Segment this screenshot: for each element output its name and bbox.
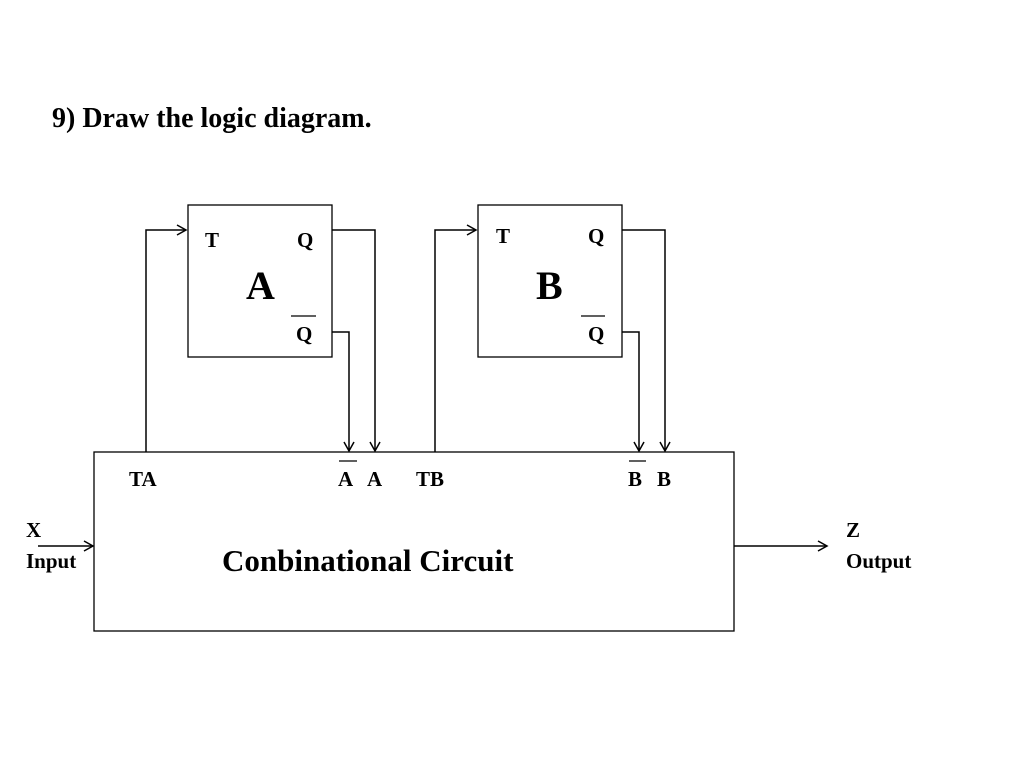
flipflop-a-qnot-pin: Q <box>296 322 312 346</box>
wire-qnot-b-to-b-not-pin <box>622 331 645 453</box>
input-label: Input <box>26 549 76 573</box>
flipflop-a-q-pin: Q <box>297 228 313 252</box>
wire-q-b-to-b-pin <box>622 229 671 453</box>
flipflop-b: T Q B Q <box>477 204 623 358</box>
flipflop-b-name: B <box>536 263 563 308</box>
combinational-circuit: TA A A TB B B Conbinational Circuit <box>93 451 735 632</box>
wire-ta-to-t-a <box>145 224 188 452</box>
combinational-circuit-box <box>93 451 735 632</box>
circuit-pin-a: A <box>367 467 383 491</box>
circuit-pin-b: B <box>657 467 671 491</box>
output-label: Output <box>846 549 911 573</box>
circuit-pin-tb: TB <box>416 467 444 491</box>
output-z: Z Output <box>734 518 911 573</box>
input-symbol: X <box>26 518 41 542</box>
flipflop-b-box <box>477 204 623 358</box>
circuit-label: Conbinational Circuit <box>222 543 514 578</box>
flipflop-a-box <box>187 204 333 358</box>
flipflop-a: T Q A Q <box>187 204 333 358</box>
output-symbol: Z <box>846 518 860 542</box>
circuit-pin-a-not: A <box>338 467 354 491</box>
flipflop-b-qnot-pin: Q <box>588 322 604 346</box>
wire-tb-to-t-b <box>434 224 478 452</box>
circuit-pin-ta: TA <box>129 467 157 491</box>
wire-qnot-a-to-a-not-pin <box>332 331 355 453</box>
flipflop-a-name: A <box>246 263 275 308</box>
flipflop-b-q-pin: Q <box>588 224 604 248</box>
circuit-pin-b-not: B <box>628 467 642 491</box>
flipflop-b-t-pin: T <box>496 224 510 248</box>
flipflop-a-t-pin: T <box>205 228 219 252</box>
slide-title: 9) Draw the logic diagram. <box>52 103 372 134</box>
wire-q-a-to-a-pin <box>332 229 381 453</box>
input-x: X Input <box>26 518 95 573</box>
